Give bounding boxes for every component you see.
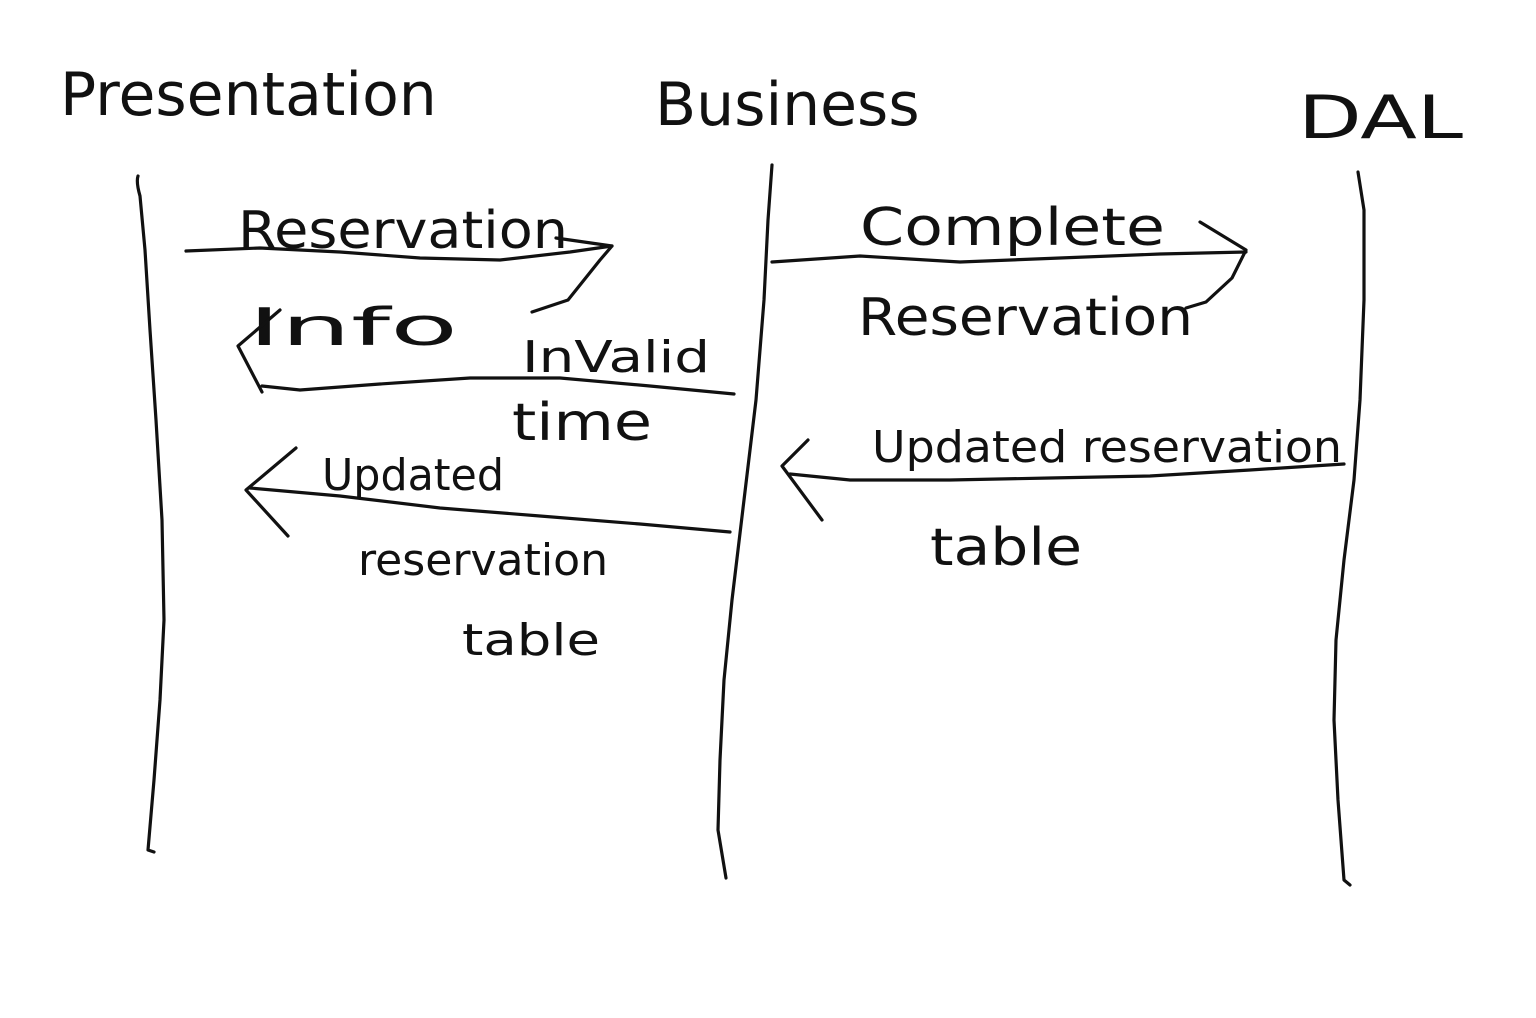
lane-title-business: Business xyxy=(655,70,920,140)
message-invalid-time-line1: InValid xyxy=(522,332,710,383)
message-invalid-time-arrow-line xyxy=(260,376,736,396)
message-invalid-time-arrowhead xyxy=(236,308,282,394)
message-reservation-info-line1: Reservation xyxy=(238,201,568,261)
lifeline-business xyxy=(716,163,774,880)
lane-title-dal: DAL xyxy=(1298,83,1464,153)
message-updated-left-line1: Updated xyxy=(322,450,504,501)
message-complete-line1: Complete xyxy=(860,198,1165,258)
message-updated-right-line1: Updated reservation xyxy=(872,422,1342,473)
message-reservation-info-arrowhead xyxy=(530,236,614,314)
message-complete-reservation: Complete Reservation xyxy=(770,198,1248,348)
message-complete-line2: Reservation xyxy=(858,288,1193,348)
lifeline-presentation xyxy=(135,174,166,854)
message-updated-reservation-table-right: Updated reservation table xyxy=(780,422,1346,578)
message-reservation-info-arrow-line xyxy=(184,244,614,262)
message-reservation-info-line2: Info xyxy=(248,298,458,358)
message-reservation-info: Reservation Info xyxy=(184,201,614,358)
message-updated-right-arrow-line xyxy=(788,462,1346,482)
message-invalid-time: InValid time xyxy=(236,308,736,453)
message-updated-left-arrow-line xyxy=(248,486,732,534)
message-complete-arrowhead xyxy=(1184,220,1248,310)
lane-title-presentation: Presentation xyxy=(60,60,437,130)
message-complete-arrow-line xyxy=(770,250,1248,264)
message-updated-left-arrowhead xyxy=(244,446,298,538)
message-updated-left-line3: table xyxy=(462,615,600,666)
message-updated-reservation-table-left: Updated reservation table xyxy=(244,446,732,666)
message-updated-left-line2: reservation xyxy=(358,535,608,586)
message-updated-right-line2: table xyxy=(930,518,1082,578)
message-updated-right-arrowhead xyxy=(780,438,824,522)
message-invalid-time-line2: time xyxy=(512,393,652,453)
lifeline-dal xyxy=(1332,170,1366,887)
